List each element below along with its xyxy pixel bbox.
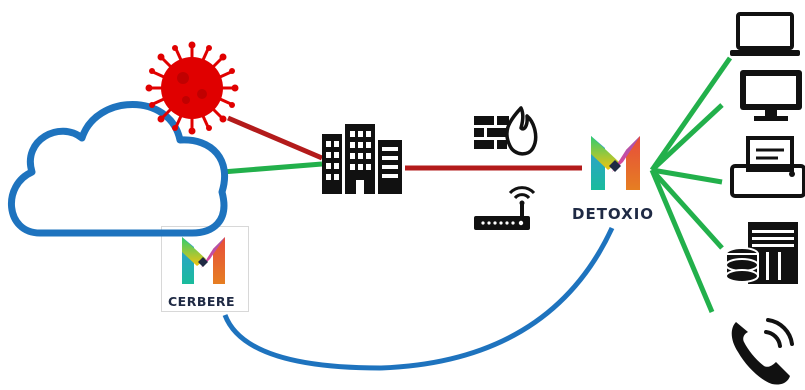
cerbere-label: CERBERE xyxy=(168,294,236,309)
safe-link-cloud-building xyxy=(221,161,323,175)
cloud-icon xyxy=(7,101,229,237)
firewall-icon xyxy=(474,106,538,156)
server-icon xyxy=(725,222,798,284)
phone-icon xyxy=(731,318,794,385)
printer-icon xyxy=(730,136,805,198)
detoxio-label: DETOXIO xyxy=(572,205,655,223)
virus-icon xyxy=(145,41,239,135)
threat-link-virus-building xyxy=(227,115,323,161)
cerbere-logo-box xyxy=(161,226,249,312)
detoxio-logo xyxy=(591,136,640,190)
endpoint-links xyxy=(649,56,733,313)
cerbere-logo xyxy=(182,237,225,284)
router-icon xyxy=(474,186,536,230)
desktop-icon xyxy=(740,70,802,121)
laptop-icon xyxy=(730,12,800,56)
protected-link-cerbere-detoxio xyxy=(222,226,615,371)
building-icon xyxy=(322,124,402,194)
